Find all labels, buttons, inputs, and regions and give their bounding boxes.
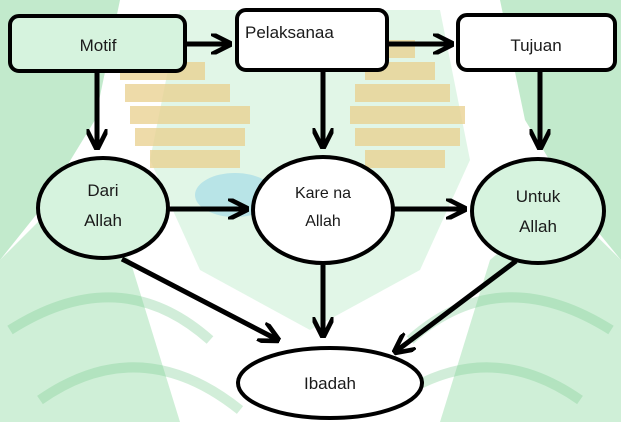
node-untuk-allah-line1: Untuk — [516, 187, 561, 206]
node-karena-allah: Kare na Allah — [251, 155, 395, 265]
node-dari-allah: Dari Allah — [36, 156, 170, 260]
arrow-untuk-allah-to-ibadah — [395, 259, 518, 352]
node-ibadah-label: Ibadah — [304, 374, 356, 393]
node-ibadah: Ibadah — [236, 346, 424, 420]
node-tujuan: Tujuan — [456, 13, 617, 72]
node-untuk-allah: Untuk Allah — [470, 157, 606, 265]
node-karena-allah-line1: Kare na — [295, 185, 351, 202]
arrow-dari-allah-to-ibadah — [120, 256, 278, 340]
node-tujuan-label: Tujuan — [510, 36, 561, 55]
node-karena-allah-line2: Allah — [305, 213, 341, 230]
node-dari-allah-line1: Dari — [87, 181, 118, 200]
node-pelaksanaa: Pelaksanaa — [235, 8, 389, 72]
node-untuk-allah-line2: Allah — [519, 217, 557, 236]
edges-layer — [97, 44, 540, 352]
node-motif: Motif — [8, 14, 187, 73]
node-dari-allah-line2: Allah — [84, 211, 122, 230]
node-motif-label: Motif — [80, 36, 117, 55]
node-pelaksanaa-label: Pelaksanaa — [245, 23, 334, 42]
